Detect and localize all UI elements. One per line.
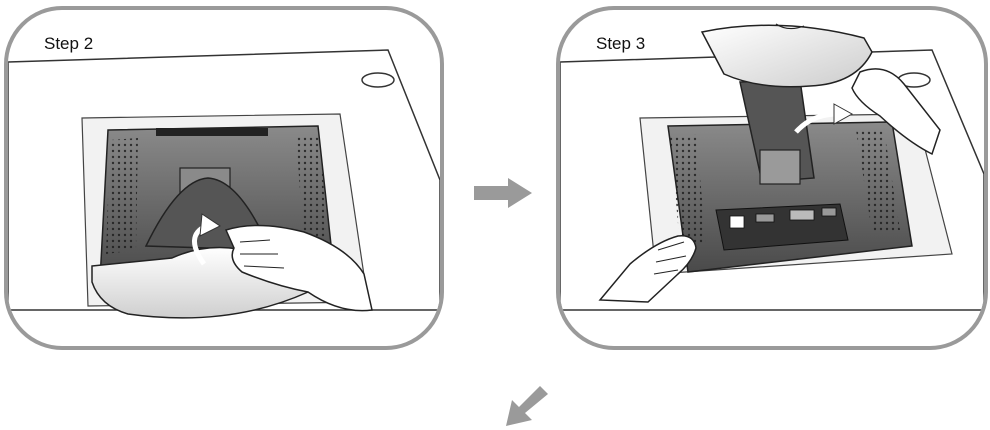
step-label: Step 3: [596, 34, 646, 53]
step-3-panel: Step 3: [556, 6, 988, 350]
hand-fingers: [239, 239, 285, 269]
step-3-illustration: [560, 23, 984, 311]
arrow-down-left-icon: [506, 386, 548, 426]
dvi-port: [789, 209, 815, 221]
hand-fingers: [653, 241, 687, 275]
vga-port: [755, 213, 775, 223]
speaker-grille-left: [106, 138, 138, 254]
base-notch: [775, 23, 805, 30]
power-port: [729, 215, 745, 229]
lift-arrowhead-icon: [199, 213, 221, 237]
speaker-grille-right: [856, 130, 900, 232]
lift-arrowhead-icon: [833, 103, 854, 125]
hand-illustration: [224, 224, 373, 312]
speaker-grille-left: [670, 134, 706, 246]
stand-base-lifted: [700, 24, 873, 88]
step-2-illustration: [8, 49, 440, 319]
serial-port: [821, 207, 837, 217]
connector-panel: [715, 203, 849, 251]
stand-bracket: [759, 149, 801, 185]
step-label: Step 2: [44, 34, 94, 53]
hand-lower-illustration: [598, 235, 697, 303]
step-2-panel: Step 2: [4, 6, 444, 350]
monitor-vent-slot: [156, 128, 268, 136]
hand-upper-illustration: [851, 68, 941, 156]
table-hole: [361, 72, 395, 88]
arrow-right-icon: [474, 178, 532, 208]
speaker-grille-right: [296, 136, 328, 246]
